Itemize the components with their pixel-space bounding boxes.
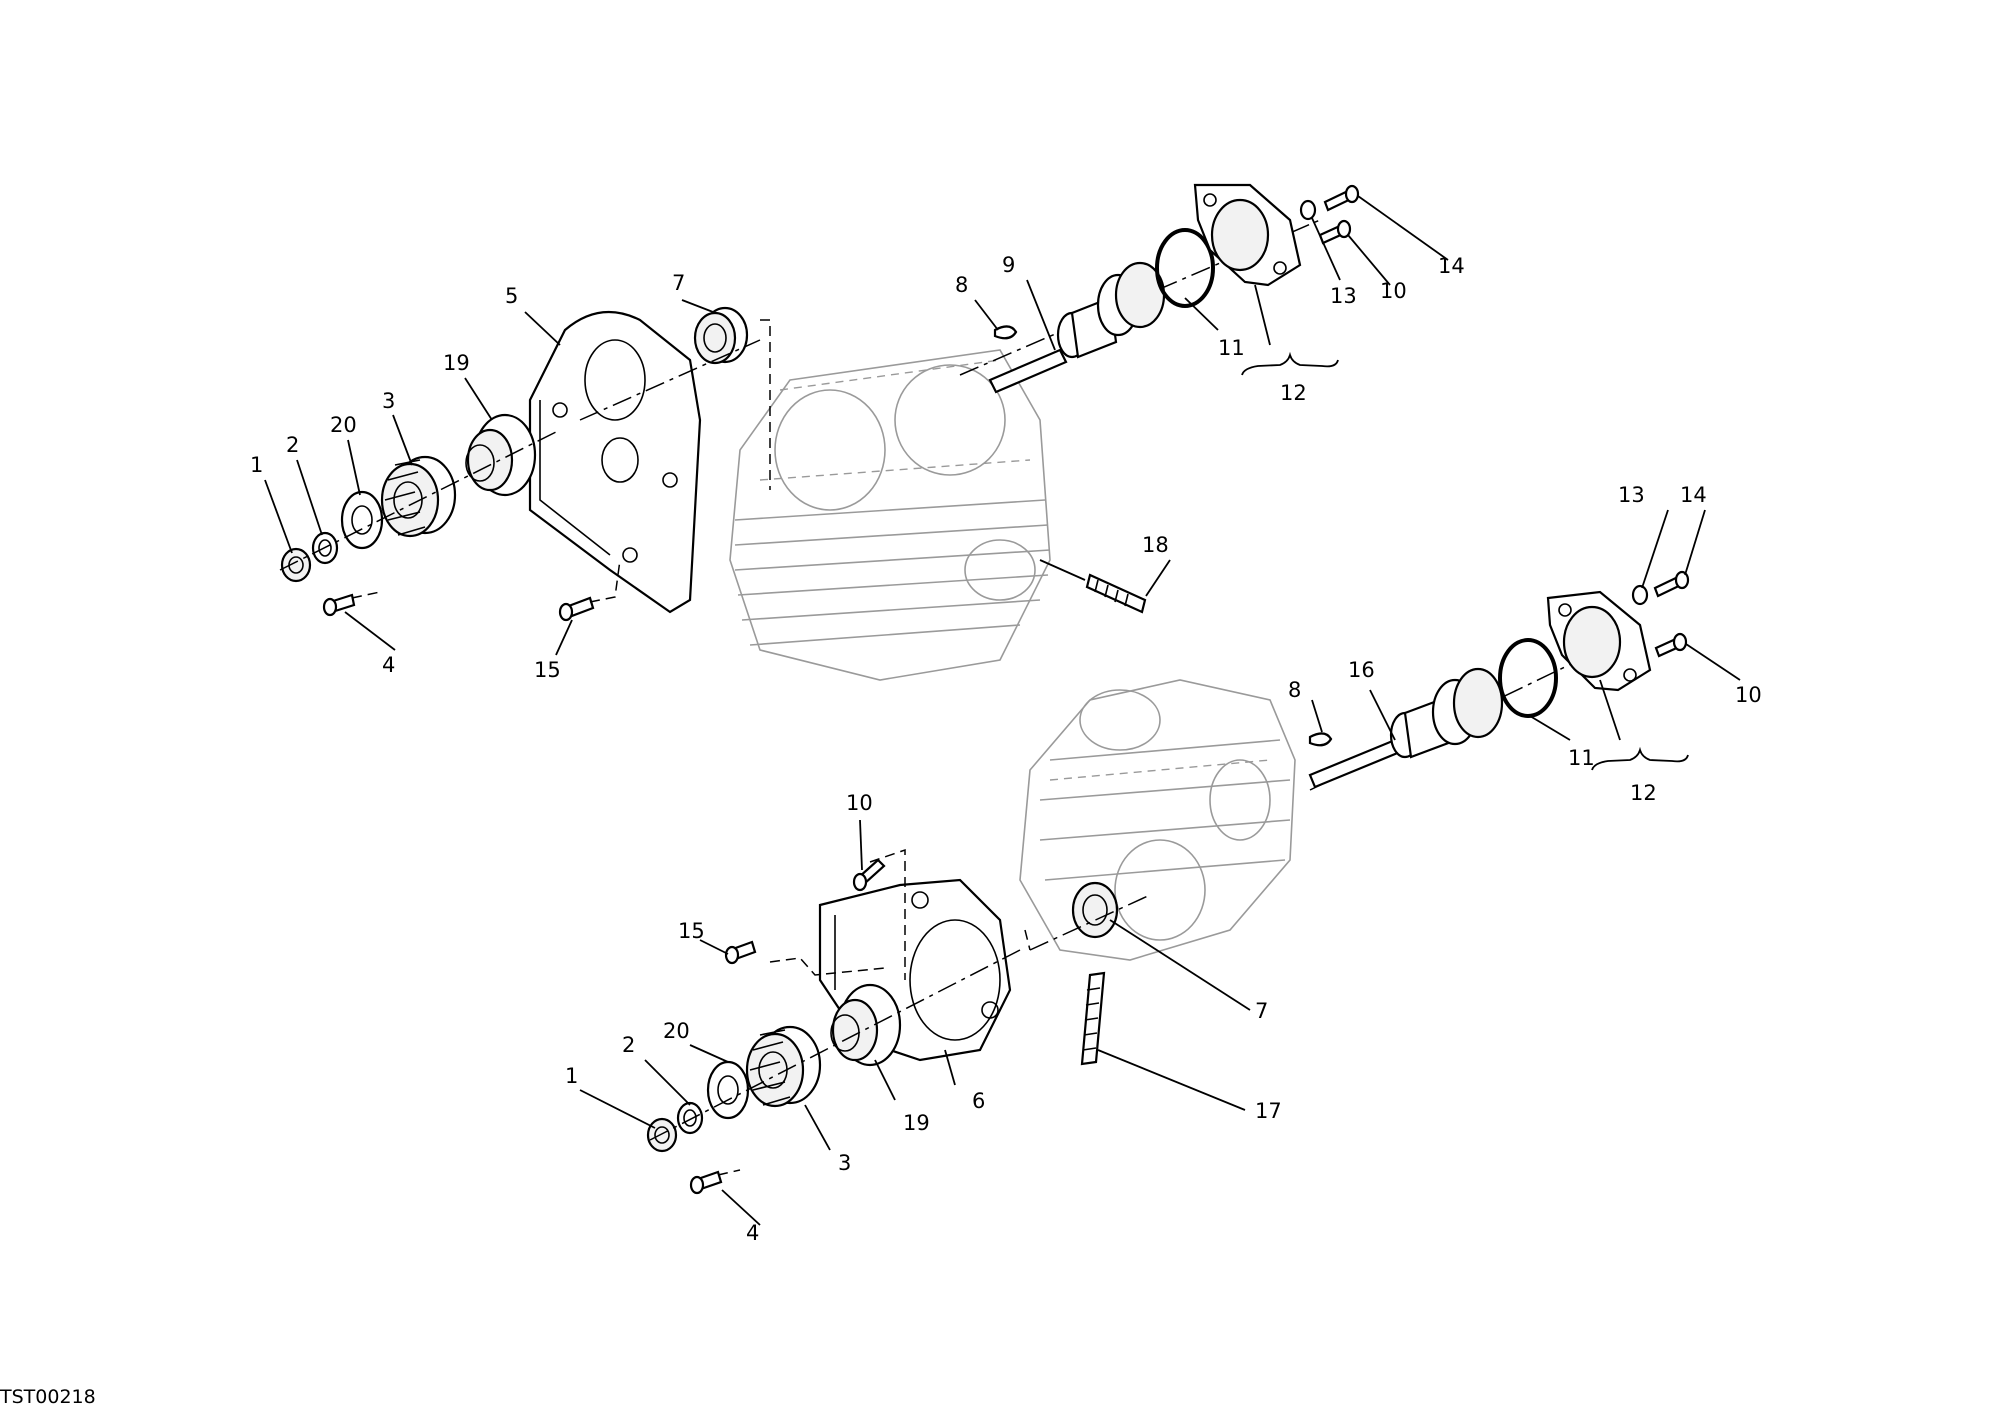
callout: 17 — [1255, 1099, 1282, 1123]
stud-18 — [1085, 573, 1147, 614]
callout: 10 — [846, 791, 873, 815]
callout: 9 — [1002, 253, 1015, 277]
callout: 13 — [1330, 284, 1357, 308]
callout: 6 — [972, 1089, 985, 1113]
screw-10-lower-left — [852, 858, 886, 892]
screw-15-upper — [558, 596, 595, 622]
seal-lower — [1071, 881, 1119, 939]
callout: 7 — [672, 271, 685, 295]
seal-upper — [693, 306, 749, 365]
callout: 16 — [1348, 658, 1375, 682]
callout: 11 — [1218, 336, 1245, 360]
lower-callouts: 13 14 10 8 16 11 12 10 15 20 2 1 19 6 7 … — [565, 483, 1762, 1245]
callout: 12 — [1630, 781, 1657, 805]
flanged-hub-lower — [830, 983, 902, 1067]
washer-13-lower — [1631, 584, 1649, 606]
callout: 7 — [1255, 999, 1268, 1023]
callout: 13 — [1618, 483, 1645, 507]
washer-20-lower — [706, 1060, 750, 1120]
callout: 14 — [1680, 483, 1707, 507]
screw-4-upper — [322, 593, 356, 617]
key-8-upper — [993, 325, 1018, 340]
washer-20-upper — [340, 490, 384, 550]
callout: 8 — [955, 273, 968, 297]
callout: 2 — [286, 433, 299, 457]
callout: 10 — [1735, 683, 1762, 707]
nut-upper — [280, 547, 312, 583]
callout: 19 — [903, 1111, 930, 1135]
callout: 4 — [746, 1221, 759, 1245]
callout: 20 — [330, 413, 357, 437]
callout: 3 — [838, 1151, 851, 1175]
callout: 14 — [1438, 254, 1465, 278]
key-8-lower — [1308, 732, 1333, 747]
stud-17 — [1080, 971, 1106, 1066]
screw-15-lower — [724, 940, 757, 965]
leader-lines — [264, 195, 1741, 1226]
callout: 1 — [565, 1064, 578, 1088]
shaft-9-upper — [988, 261, 1166, 394]
drawing-reference-code: TST00218 — [0, 1386, 96, 1408]
toothed-pulley-lower — [745, 1025, 822, 1108]
screw-4-lower — [689, 1170, 723, 1195]
screw-10-upper — [1318, 219, 1352, 245]
oring-11-lower — [1498, 638, 1558, 718]
toothed-pulley-upper — [380, 455, 457, 538]
shaft-16-lower — [1308, 667, 1504, 789]
flanged-hub-upper — [465, 413, 537, 497]
callout: 15 — [678, 919, 705, 943]
screw-14-lower — [1653, 570, 1690, 598]
callout: 2 — [622, 1033, 635, 1057]
callout: 8 — [1288, 678, 1301, 702]
callout: 3 — [382, 389, 395, 413]
lower-cylinder-head-outline — [1019, 679, 1296, 961]
callout: 18 — [1142, 533, 1169, 557]
callout: 19 — [443, 351, 470, 375]
lower-assembly — [646, 570, 1690, 1195]
belt-cover-upper — [528, 310, 702, 614]
callout: 5 — [505, 284, 518, 308]
upper-assembly — [279, 183, 1360, 681]
callout: 12 — [1280, 381, 1307, 405]
upper-callouts: 1 2 20 3 19 5 7 8 9 11 12 13 10 14 18 15… — [250, 253, 1465, 682]
callout: 15 — [534, 658, 561, 682]
washer-13-upper — [1299, 199, 1317, 221]
flange-cover-upper — [1193, 183, 1302, 287]
callout: 4 — [382, 653, 395, 677]
callout: 11 — [1568, 746, 1595, 770]
washer-2-lower — [676, 1101, 704, 1135]
flange-cover-lower — [1546, 590, 1652, 692]
oring-11-upper — [1155, 228, 1215, 308]
screw-14-upper — [1323, 184, 1360, 212]
callout: 10 — [1380, 279, 1407, 303]
callout: 1 — [250, 453, 263, 477]
callout: 20 — [663, 1019, 690, 1043]
upper-cylinder-head-outline — [729, 349, 1051, 681]
nut-lower — [646, 1117, 678, 1153]
screw-10-lower-right — [1654, 632, 1688, 658]
